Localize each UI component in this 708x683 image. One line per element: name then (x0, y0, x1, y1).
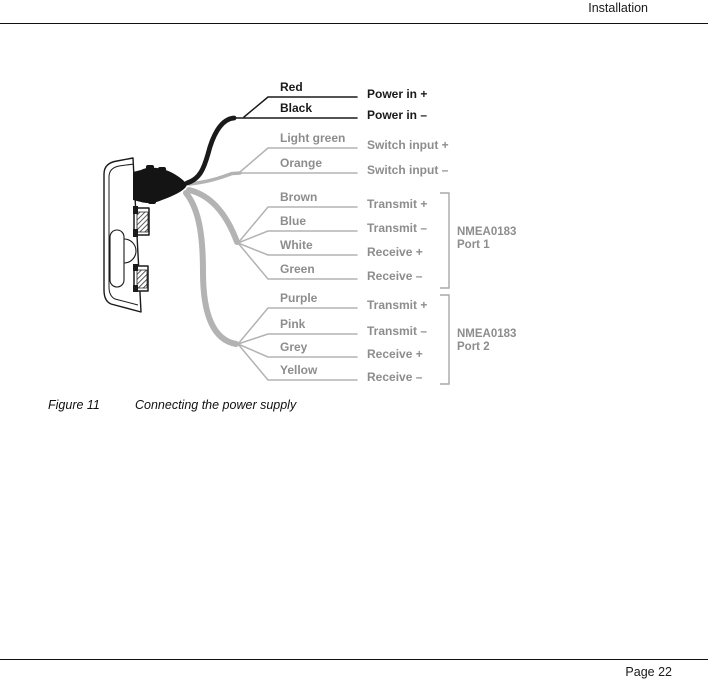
wire-color-label: Grey (280, 340, 308, 354)
wire-lines (231, 96, 358, 381)
signal-label: Power in + (367, 87, 428, 101)
wire-pink (237, 333, 358, 345)
connector-socket-1 (133, 206, 150, 237)
bracket-port1 (440, 192, 450, 289)
device-unit (103, 157, 150, 313)
signal-label: Receive + (367, 245, 423, 259)
wire-color-label: Pink (280, 317, 306, 331)
signal-label: Switch input – (367, 163, 449, 177)
wire-red (243, 96, 358, 118)
wire-grey (237, 343, 358, 358)
device-capsule-detail (109, 229, 125, 288)
wire-color-label: Brown (280, 190, 318, 204)
figure-number: Figure 11 (48, 398, 100, 412)
wire-color-label: Red (280, 80, 303, 94)
wire-lightgreen (239, 147, 358, 173)
signal-label: Transmit + (367, 197, 428, 211)
wire-color-label: Purple (280, 291, 318, 305)
wire-color-label: Black (280, 101, 313, 115)
nmea-port2-wire-bundle (183, 190, 239, 347)
signal-label: Receive – (367, 269, 423, 283)
wire-color-label: Yellow (280, 363, 318, 377)
signal-label: Switch input + (367, 138, 449, 152)
switch-wire-bundle (187, 171, 242, 186)
wire-green (237, 242, 358, 280)
power-cable-black (184, 115, 237, 186)
device-arc-detail (123, 238, 137, 264)
wire-color-label: White (280, 238, 313, 252)
device-body-inner-line (108, 163, 139, 306)
cable-plug (133, 165, 187, 204)
figure-caption: Figure 11 Connecting the power supply (48, 398, 296, 412)
wire-purple (237, 307, 358, 345)
page-number: Page 22 (625, 665, 672, 679)
nmea-port1-wire-bundle (186, 187, 240, 245)
header-rule (0, 23, 708, 25)
port-label-2: NMEA0183 Port 2 (457, 328, 517, 353)
wire-color-label: Green (280, 262, 315, 276)
signal-label: Receive – (367, 370, 423, 384)
bracket-port2 (440, 294, 450, 385)
figure-caption-text: Connecting the power supply (135, 398, 297, 412)
wire-brown (237, 206, 358, 244)
signal-label: Transmit – (367, 221, 428, 235)
wire-yellow (237, 343, 358, 381)
footer-rule (0, 659, 708, 661)
connector-socket-2 (133, 264, 149, 292)
wire-color-label: Light green (280, 131, 346, 145)
wire-white (237, 242, 358, 256)
port-label-1: NMEA0183 Port 1 (457, 226, 517, 251)
signal-label: Receive + (367, 347, 423, 361)
signal-label: Transmit – (367, 324, 428, 338)
signal-label: Power in – (367, 108, 428, 122)
wire-color-label: Blue (280, 214, 307, 228)
signal-label: Transmit + (367, 298, 428, 312)
page-header-title: Installation (588, 1, 648, 15)
wire-color-label: Orange (280, 156, 323, 170)
wire-blue (237, 230, 358, 244)
